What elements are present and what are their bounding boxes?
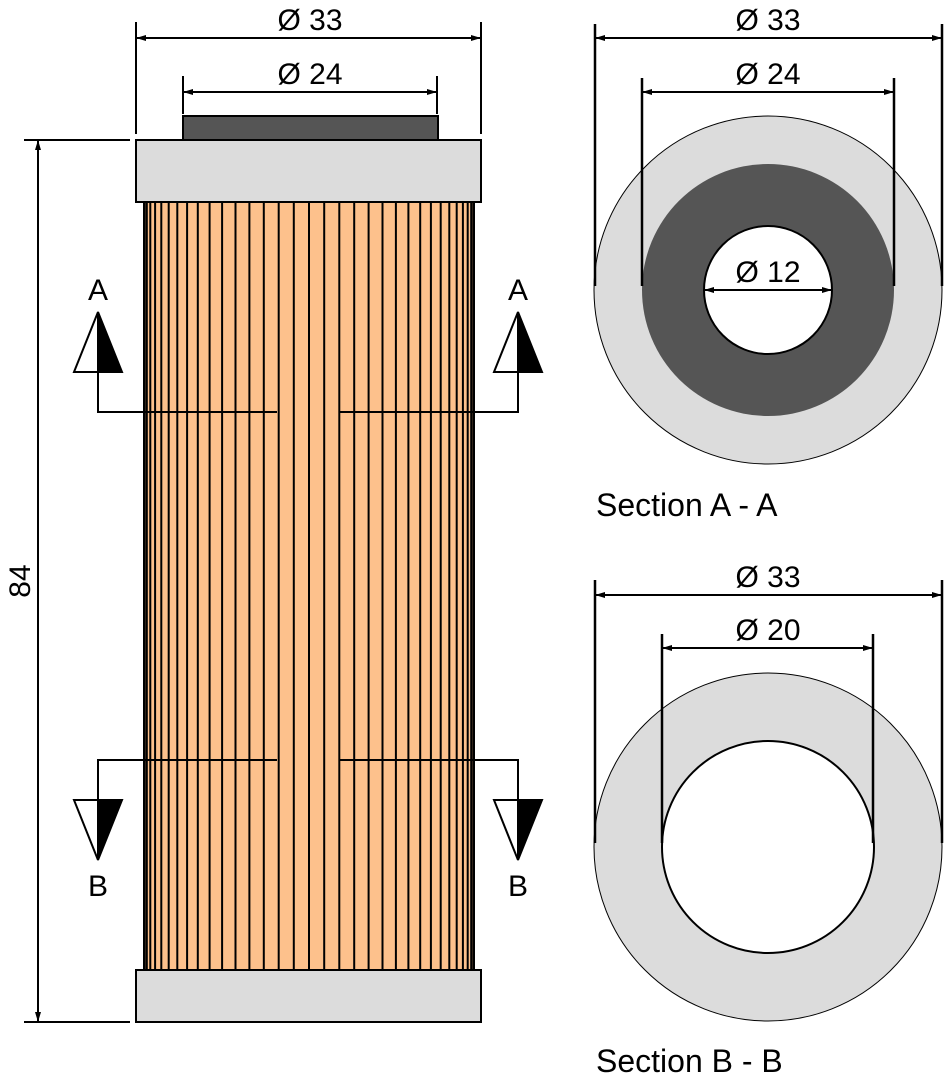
dimension-outer: Ø 33	[593, 561, 944, 843]
pleat-lines	[143, 202, 475, 970]
section-b-view: Ø 33 Ø 20 Section B - B	[593, 561, 944, 1079]
top-end-cap	[135, 139, 482, 203]
dimension-label: Ø 33	[277, 4, 342, 37]
dimension-inner: Ø 12	[704, 256, 832, 293]
section-title: Section B - B	[596, 1043, 783, 1079]
dimension-label: 84	[4, 564, 37, 597]
section-title: Section A - A	[596, 487, 778, 523]
dimension-label: Ø 12	[735, 256, 800, 289]
dimension-outer: Ø 33	[593, 4, 944, 286]
section-marker-a-left: A	[72, 274, 277, 413]
section-a-view: Ø 33 Ø 24 Ø 12 Section A - A	[593, 4, 944, 523]
top-seal	[182, 115, 439, 141]
section-marker-b-left: B	[72, 759, 277, 903]
dimension-top-outer: Ø 33	[135, 4, 482, 134]
center-hole	[661, 740, 875, 954]
dimension-top-inner: Ø 24	[182, 58, 438, 114]
dimension-label: Ø 33	[735, 4, 800, 37]
section-letter: B	[88, 870, 108, 903]
dimension-inner: Ø 20	[660, 614, 875, 843]
dimension-label: Ø 24	[277, 58, 342, 91]
side-view: Ø 33 Ø 24 84 A A	[4, 4, 544, 1023]
section-letter: B	[508, 870, 528, 903]
dimension-middle: Ø 24	[640, 58, 896, 286]
dimension-label: Ø 24	[735, 58, 800, 91]
section-marker-a-right: A	[340, 274, 544, 413]
dimension-label: Ø 20	[735, 614, 800, 647]
dimension-height: 84	[4, 139, 130, 1023]
dimension-label: Ø 33	[735, 561, 800, 594]
section-marker-b-right: B	[340, 759, 544, 903]
section-letter: A	[88, 274, 108, 307]
bottom-end-cap	[135, 969, 482, 1023]
section-letter: A	[508, 274, 528, 307]
